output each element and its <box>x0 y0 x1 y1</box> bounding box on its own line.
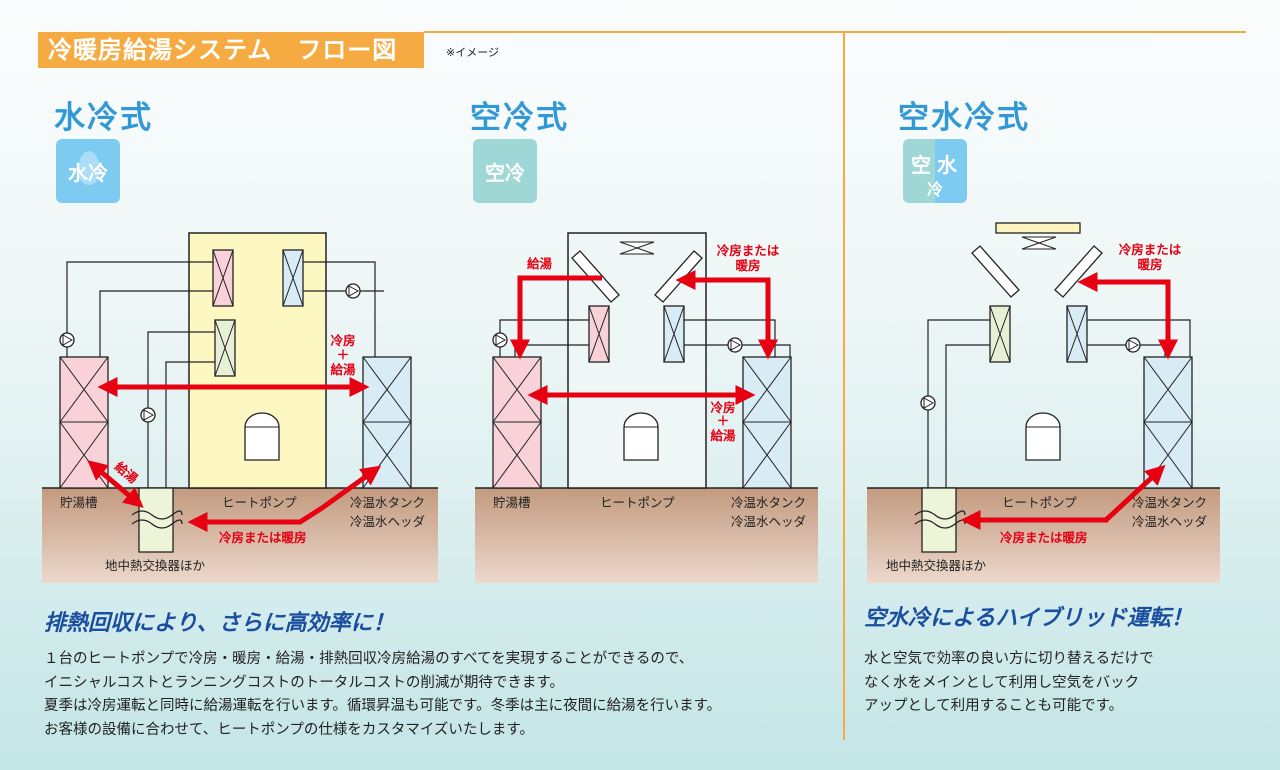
arrow-label: 給湯 <box>330 362 356 377</box>
heat-pump-label: ヒートポンプ <box>600 495 675 510</box>
chilled-water-tank <box>1143 356 1193 489</box>
arrow-label: ＋ <box>717 413 730 428</box>
text-line: 夏季は冷房運転と同時に給湯運転を行います。循環昇温も可能です。冬季は主に夜間に給… <box>44 698 722 714</box>
badge-air: 空 <box>911 153 931 177</box>
air-coil <box>971 245 1103 298</box>
hybrid-diagram: 冷房または 暖房 冷房または暖房 ヒートポンプ 冷温水タンク 冷温水ヘッダ 地中… <box>867 222 1220 583</box>
pump-icon <box>1125 337 1141 353</box>
text-line: お客様の設備に合わせて、ヒートポンプの仕様をカスタマイズいたします。 <box>44 721 534 738</box>
chilled-water-tank <box>362 356 412 489</box>
hot-water-tank <box>492 356 542 489</box>
divider <box>424 31 1246 33</box>
pump-icon <box>727 337 743 353</box>
header-label: 冷温水ヘッダ <box>731 514 806 529</box>
hybrid-title: 空水冷式 <box>898 100 1030 136</box>
hybrid-badge: 空 水 冷 <box>903 139 967 203</box>
pump-icon <box>492 332 508 348</box>
heat-exchanger <box>282 249 304 307</box>
badge-cool: 冷 <box>927 180 944 199</box>
image-note: ※イメージ <box>446 46 499 59</box>
hot-water-tank-label: 貯湯槽 <box>493 495 531 510</box>
arrow-label: 冷房または暖房 <box>1000 530 1088 545</box>
left-description: １台のヒートポンプで冷房・暖房・給湯・排熱回収冷房給湯のすべてを実現することがで… <box>44 648 721 742</box>
right-tagline: 空水冷によるハイブリッド運転！ <box>864 606 1193 631</box>
well-label: 地中熱交換器ほか <box>886 558 987 573</box>
heat-exchanger <box>214 319 236 377</box>
heat-pump-unit <box>244 412 280 461</box>
fan-icon <box>1021 236 1057 250</box>
water-cooled-badge: 水冷 <box>56 139 120 203</box>
text-line: １台のヒートポンプで冷房・暖房・給湯・排熱回収冷房給湯のすべてを実現することがで… <box>44 651 694 667</box>
hot-water-tank-label: 貯湯槽 <box>60 495 98 510</box>
text-line: なく水をメインとして利用し空気をバック <box>864 674 1140 691</box>
well-label: 地中熱交換器ほか <box>105 558 206 573</box>
text-line: アップとして利用することも可能です。 <box>864 698 1124 714</box>
text-line: イニシャルコストとランニングコストのトータルコストの削減が期待できます。 <box>44 674 564 691</box>
air-unit <box>995 222 1081 234</box>
pump-icon <box>140 407 156 423</box>
air-coil <box>571 250 703 303</box>
tank-label: 冷温水タンク <box>350 495 425 510</box>
heat-exchanger <box>212 249 234 307</box>
left-tagline: 排熱回収により、さらに高効率に！ <box>44 611 395 636</box>
arrow-label: ＋ <box>337 347 350 362</box>
heat-pump-label: ヒートポンプ <box>1002 495 1077 510</box>
divider <box>843 32 845 740</box>
header-label: 冷温水ヘッダ <box>350 514 425 529</box>
tank-label: 冷温水タンク <box>1132 495 1207 510</box>
text-line: 水と空気で効率の良い方に切り替えるだけで <box>864 651 1154 667</box>
badge-label: 水冷 <box>68 160 108 185</box>
arrow-label: 給湯 <box>710 428 736 443</box>
page-title: 冷暖房給湯システム フロー図 <box>38 32 424 68</box>
air-cooled-diagram: 給湯 冷房または 暖房 冷房 ＋ 給湯 貯湯槽 ヒートポンプ 冷温水タンク 冷温… <box>475 232 818 583</box>
fan-icon <box>619 241 655 255</box>
water-drop-icon <box>78 151 100 185</box>
pump-icon <box>345 283 361 299</box>
water-cooled-title: 水冷式 <box>54 100 153 136</box>
arrow-label: 冷房または <box>717 243 780 258</box>
arrow-label: 給湯 <box>527 256 553 271</box>
pump-icon <box>920 395 936 411</box>
arrow-label: 暖房 <box>735 258 760 273</box>
arrow-label: 冷房 <box>710 400 735 415</box>
arrow-label: 冷房 <box>330 333 355 348</box>
chilled-water-tank <box>742 356 792 489</box>
pump-icon <box>59 332 75 348</box>
badge-water: 水 <box>937 153 957 177</box>
arrow-label: 暖房 <box>1137 257 1162 272</box>
air-cooled-title: 空冷式 <box>470 100 569 136</box>
flow-diagrams: 冷房 ＋ 給湯 給湯 冷房または暖房 貯湯槽 ヒートポンプ 冷温水タンク 冷温水… <box>42 222 1220 583</box>
heat-pump-label: ヒートポンプ <box>222 495 297 510</box>
air-cooled-badge: 空冷 <box>473 139 537 203</box>
right-description: 水と空気で効率の良い方に切り替えるだけで なく水をメインとして利用し空気をバック… <box>864 648 1154 719</box>
arrow-label: 冷房または暖房 <box>219 530 307 545</box>
water-cooled-diagram: 冷房 ＋ 給湯 給湯 冷房または暖房 貯湯槽 ヒートポンプ 冷温水タンク 冷温水… <box>42 232 438 583</box>
tank-label: 冷温水タンク <box>731 495 806 510</box>
header-label: 冷温水ヘッダ <box>1132 514 1207 529</box>
arrow-label: 冷房または <box>1119 242 1182 257</box>
